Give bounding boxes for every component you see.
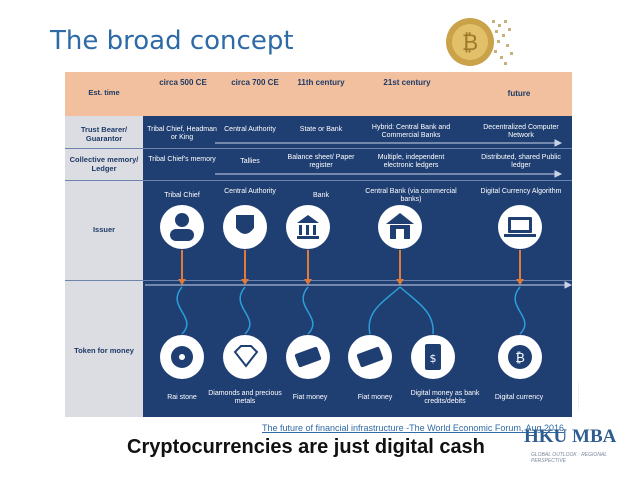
col-time-21st: 21st century: [383, 78, 431, 87]
evolution-of-money-diagram: Est. time Trust Bearer/ Guarantor Collec…: [65, 72, 572, 417]
memory-cell: Multiple, independent electronic ledgers: [377, 154, 445, 169]
row-separator: [65, 148, 572, 149]
issuer-label: Digital Currency Algorithm: [480, 188, 562, 195]
trust-cell: State or Bank: [299, 126, 343, 133]
row-label-issuer: Issuer: [92, 225, 116, 234]
trust-cell: Hybrid: Central Bank and Commercial Bank…: [371, 124, 451, 139]
row-label-est-time: Est. time: [88, 88, 120, 97]
col-time-11th: 11th century: [297, 78, 345, 87]
row-label-column: [65, 116, 143, 417]
token-label: Rai stone: [167, 394, 197, 401]
diamond-icon: [223, 335, 267, 379]
col-time-future: future: [507, 89, 531, 98]
memory-cell: Tribal Chief's memory: [148, 156, 216, 163]
issuer-label: Bank: [313, 192, 329, 199]
issuer-label: Central Authority: [224, 188, 276, 195]
token-label: Diamonds and precious metals: [208, 390, 282, 405]
issuer-label: Tribal Chief: [164, 192, 200, 199]
row-label-token: Token for money: [74, 346, 134, 355]
svg-text:$: $: [430, 352, 437, 365]
hku-mba-logo-subtitle: GLOBAL OUTLOOK · REGIONAL PERSPECTIVE: [531, 452, 607, 464]
trust-cell: Central Authority: [224, 126, 276, 133]
row-label-memory: Collective memory/ Ledger: [69, 155, 139, 173]
header-band: [65, 72, 572, 116]
svg-text:₿: ₿: [515, 351, 525, 366]
side-credit-text: ·····················: [576, 382, 581, 410]
col-time-700ce: circa 700 CE: [231, 78, 279, 87]
bitcoin-coin-logo-icon: ₿: [446, 18, 513, 66]
row-label-trust: Trust Bearer/ Guarantor: [80, 125, 128, 143]
issuer-label: Central Bank (via commercial banks): [365, 188, 457, 203]
slide-title: The broad concept: [50, 26, 294, 56]
trust-cell: Decentralized Computer Network: [483, 124, 559, 139]
token-label: Digital money as bank credits/debits: [410, 390, 480, 405]
token-label: Fiat money: [357, 394, 393, 401]
trust-cell: Tribal Chief, Headman or King: [147, 126, 217, 141]
slide-tagline: Cryptocurrencies are just digital cash: [127, 436, 485, 458]
memory-cell: Tallies: [240, 158, 260, 165]
token-label: Fiat money: [292, 394, 328, 401]
row-separator: [65, 280, 572, 281]
memory-cell: Distributed, shared Public ledger: [481, 154, 561, 169]
col-time-500ce: circa 500 CE: [159, 78, 207, 87]
memory-cell: Balance sheet/ Paper register: [287, 154, 355, 169]
hku-mba-logo: HKU MBA: [524, 426, 617, 447]
diagram-graphics: $ ₿: [145, 139, 572, 379]
row-separator: [65, 180, 572, 181]
svg-text:₿: ₿: [462, 31, 478, 56]
token-label: Digital currency: [494, 394, 544, 401]
source-caption-link[interactable]: The future of financial infrastructure -…: [262, 423, 564, 433]
